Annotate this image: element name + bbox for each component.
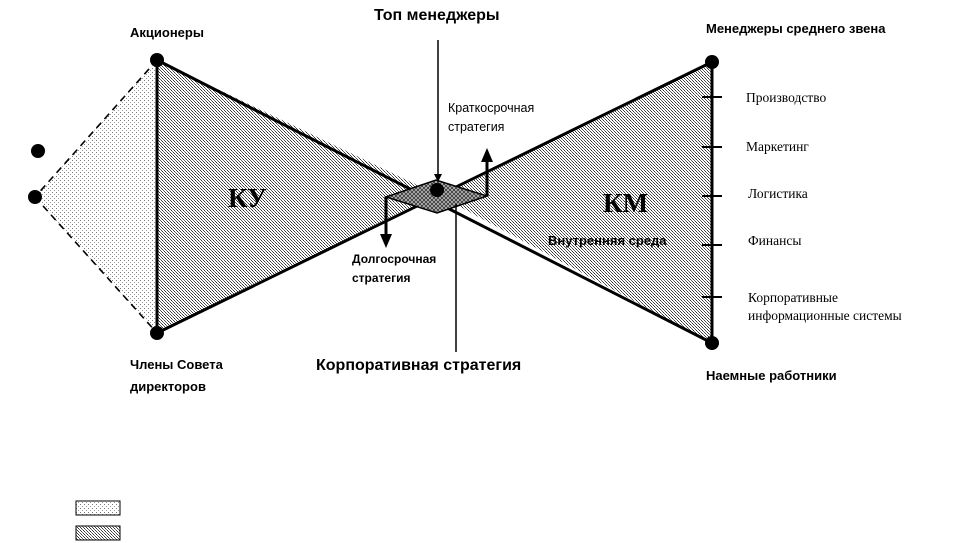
label-top-managers: Топ менеджеры xyxy=(374,7,500,24)
long-term-arrow-head xyxy=(380,234,392,248)
label-corporate-strategy: Корпоративная стратегия xyxy=(316,357,522,374)
node-top-managers xyxy=(430,183,444,197)
label-shareholders: Акционеры xyxy=(130,25,204,40)
function-marketing: Маркетинг xyxy=(746,139,809,154)
legend-swatch-dense xyxy=(75,525,121,541)
label-employees: Наемные работники xyxy=(706,368,837,383)
node-left-1 xyxy=(31,144,45,158)
dashed-edge-bottom xyxy=(34,196,158,334)
node-shareholders xyxy=(150,53,164,67)
label-board-line1: Члены Совета xyxy=(130,357,223,372)
node-board xyxy=(150,326,164,340)
label-internal-env: Внутренняя среда xyxy=(548,233,667,248)
label-middle-managers: Менеджеры среднего звена xyxy=(706,21,886,36)
dashed-edge-top xyxy=(34,59,158,198)
function-production: Производство xyxy=(746,90,827,105)
function-logistics: Логистика xyxy=(748,186,808,201)
label-short-term-line1: Краткосрочная xyxy=(448,101,535,115)
label-km: КМ xyxy=(603,188,649,218)
label-ku: КУ xyxy=(228,183,267,213)
km-triangle xyxy=(438,62,712,343)
function-finance: Финансы xyxy=(748,233,802,248)
node-employees xyxy=(705,336,719,350)
label-long-term-line2: стратегия xyxy=(352,271,411,285)
node-left-2 xyxy=(28,190,42,204)
shareholders-board-triangle xyxy=(35,60,157,333)
label-long-term-line1: Долгосрочная xyxy=(352,252,437,266)
function-corp-line1: Корпоративные xyxy=(748,290,838,305)
legend-swatch-light xyxy=(75,500,121,516)
label-short-term-line2: стратегия xyxy=(448,120,505,134)
ku-triangle xyxy=(157,60,438,333)
label-board-line2: директоров xyxy=(130,379,206,394)
node-middle-managers xyxy=(705,55,719,69)
short-term-arrow-head xyxy=(481,148,493,162)
function-corp-line2: информационные системы xyxy=(748,308,902,323)
